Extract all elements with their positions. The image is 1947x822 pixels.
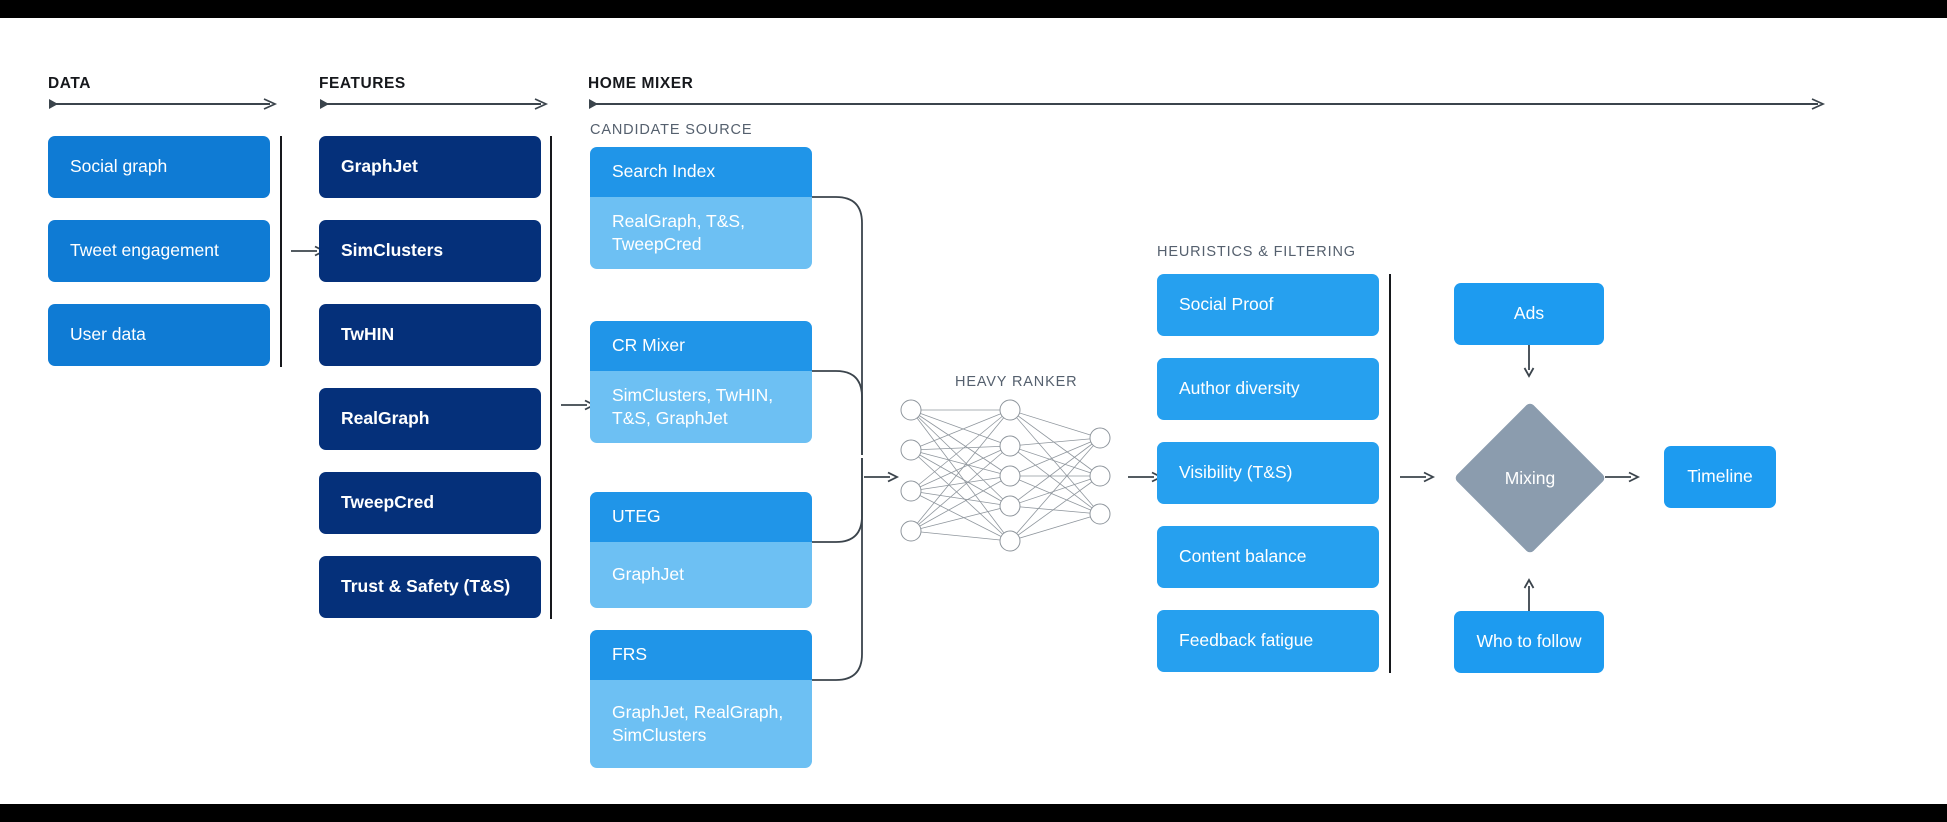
candidate-source-cr-mixer-features: SimClusters, TwHIN, T&S, GraphJet — [590, 371, 812, 443]
heavy-ranker-neural-network — [900, 399, 1111, 552]
heuristic-box-visibility[interactable]: Visibility (T&S) — [1157, 442, 1379, 504]
heuristic-box-label: Content balance — [1179, 546, 1307, 567]
data-box-tweet-engagement[interactable]: Tweet engagement — [48, 220, 270, 282]
output-box-who-to-follow[interactable]: Who to follow — [1454, 611, 1604, 673]
divider-data-features — [280, 136, 282, 367]
subheader-heavy-ranker: HEAVY RANKER — [955, 374, 1078, 390]
candidate-source-name: Search Index — [612, 161, 716, 182]
section-header-home-mixer: HOME MIXER — [588, 75, 694, 92]
subheader-candidate-source: CANDIDATE SOURCE — [590, 122, 753, 138]
features-axis-arrow — [319, 98, 549, 110]
feature-box-label: Trust & Safety (T&S) — [341, 576, 511, 597]
heuristic-box-label: Visibility (T&S) — [1179, 462, 1293, 483]
section-header-data: DATA — [48, 75, 91, 92]
data-box-label: Social graph — [70, 156, 168, 177]
feature-box-label: TweepCred — [341, 492, 435, 513]
output-box-ads[interactable]: Ads — [1454, 283, 1604, 345]
arrow-who-to-follow-to-mixing — [1523, 578, 1535, 612]
divider-features-homemixer — [550, 136, 552, 619]
output-box-timeline[interactable]: Timeline — [1664, 446, 1776, 508]
candidate-source-frs-features: GraphJet, RealGraph, SimClusters — [590, 680, 812, 768]
arrow-ads-to-mixing — [1523, 345, 1535, 378]
feature-box-label: TwHIN — [341, 324, 395, 345]
feature-box-tweepcred[interactable]: TweepCred — [319, 472, 541, 534]
candidate-source-connectors — [812, 196, 900, 681]
output-box-label: Ads — [1513, 303, 1545, 324]
data-box-social-graph[interactable]: Social graph — [48, 136, 270, 198]
heuristic-box-label: Social Proof — [1179, 294, 1274, 315]
candidate-source-feature-list: GraphJet — [612, 564, 684, 585]
heuristic-box-content-balance[interactable]: Content balance — [1157, 526, 1379, 588]
candidate-source-name: UTEG — [612, 506, 661, 527]
candidate-source-feature-list: GraphJet, RealGraph, SimClusters — [612, 701, 784, 745]
candidate-source-search-index[interactable]: Search Index — [590, 147, 812, 197]
candidate-source-feature-list: SimClusters, TwHIN, T&S, GraphJet — [612, 384, 774, 428]
feature-box-twhin[interactable]: TwHIN — [319, 304, 541, 366]
heuristic-box-label: Feedback fatigue — [1179, 630, 1314, 651]
heuristic-box-feedback-fatigue[interactable]: Feedback fatigue — [1157, 610, 1379, 672]
feature-box-trust-safety[interactable]: Trust & Safety (T&S) — [319, 556, 541, 618]
output-box-label: Timeline — [1687, 466, 1753, 487]
candidate-source-frs[interactable]: FRS — [590, 630, 812, 680]
subheader-heuristics-filtering: HEURISTICS & FILTERING — [1157, 244, 1356, 260]
heuristic-box-author-diversity[interactable]: Author diversity — [1157, 358, 1379, 420]
home-mixer-axis-arrow — [588, 98, 1826, 110]
candidate-source-cr-mixer[interactable]: CR Mixer — [590, 321, 812, 371]
feature-box-label: RealGraph — [341, 408, 430, 429]
diagram-canvas: DATA FEATURES HOME MIXER Social graph Tw… — [0, 18, 1947, 804]
feature-box-simclusters[interactable]: SimClusters — [319, 220, 541, 282]
data-axis-arrow — [48, 98, 278, 110]
arrow-heuristics-to-mixing — [1400, 471, 1436, 483]
candidate-source-uteg-features: GraphJet — [590, 542, 812, 608]
feature-box-label: SimClusters — [341, 240, 444, 261]
candidate-source-feature-list: RealGraph, T&S, TweepCred — [612, 210, 745, 254]
divider-heuristics-mixing — [1389, 274, 1391, 673]
feature-box-label: GraphJet — [341, 156, 418, 177]
section-header-features: FEATURES — [319, 75, 406, 92]
output-box-label: Who to follow — [1476, 631, 1582, 652]
candidate-source-name: CR Mixer — [612, 335, 685, 356]
arrow-mixing-to-timeline — [1605, 471, 1641, 483]
candidate-source-search-index-features: RealGraph, T&S, TweepCred — [590, 197, 812, 269]
heuristic-box-social-proof[interactable]: Social Proof — [1157, 274, 1379, 336]
feature-box-graphjet[interactable]: GraphJet — [319, 136, 541, 198]
data-box-label: Tweet engagement — [70, 240, 219, 261]
feature-box-realgraph[interactable]: RealGraph — [319, 388, 541, 450]
data-box-user-data[interactable]: User data — [48, 304, 270, 366]
candidate-source-uteg[interactable]: UTEG — [590, 492, 812, 542]
heuristic-box-label: Author diversity — [1179, 378, 1300, 399]
candidate-source-name: FRS — [612, 644, 647, 665]
data-box-label: User data — [70, 324, 146, 345]
